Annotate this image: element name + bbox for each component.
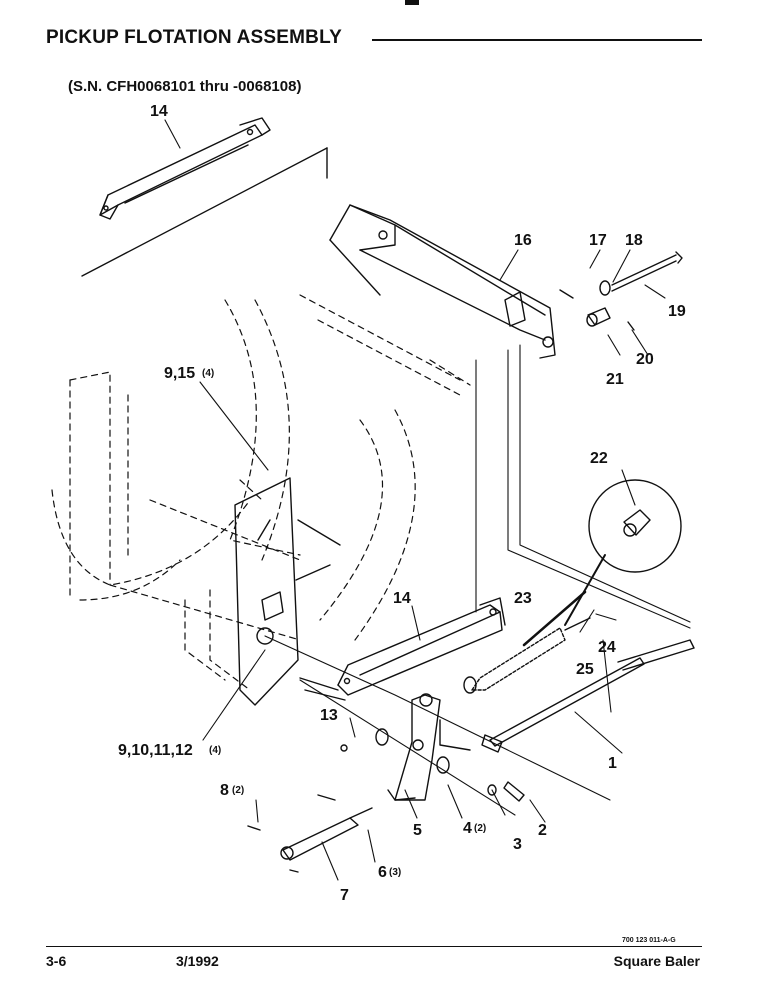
callout-14: 14 [393,590,411,607]
spring-23 [463,617,591,694]
publication-date: 3/1992 [176,953,219,969]
detail-circle-22 [564,479,682,626]
callout-18: 18 [625,232,643,249]
callout-9-10-11-12-qty: (4) [209,745,221,756]
callout-5: 5 [413,822,422,839]
drawing-number: 700 123 011-A-G [622,937,676,944]
callout-16: 16 [514,232,532,249]
callout-20: 20 [636,351,654,368]
callout-13: 13 [320,707,338,724]
model-name: Square Baler [613,953,700,969]
callout-6-qty: (3) [389,867,401,878]
page-number: 3-6 [46,953,67,969]
title-rule [372,39,702,41]
callout-9-15-qty: (4) [202,368,214,379]
callout-1: 1 [608,755,617,772]
callout-8-qty: (2) [232,785,244,796]
callout-14-inset: 14 [150,103,168,120]
callout-3: 3 [513,836,522,853]
page-top-mark [405,0,419,5]
callout-9-15: 9,15 [164,365,195,382]
callout-2: 2 [538,822,547,839]
pins-washers [340,728,525,802]
callout-7: 7 [340,887,349,904]
callout-4-qty: (2) [474,823,486,834]
frame-weldment-16 [329,204,556,359]
callout-21: 21 [606,371,624,388]
callout-6: 6 [378,864,387,881]
bell-crank-5 [387,693,471,801]
callout-4: 4 [463,820,472,837]
callout-8: 8 [220,782,229,799]
callout-9-10-11-12: 9,10,11,12 [118,742,193,759]
inset-part-14 [81,117,328,277]
callout-24: 24 [598,639,616,656]
callout-17: 17 [589,232,607,249]
flotation-arm-14 [299,597,506,701]
callout-labels: 14 16 17 18 19 20 21 9,15 (4) 22 14 23 2… [118,103,686,904]
link-7 [247,794,373,873]
callout-23: 23 [514,590,532,607]
phantom-frame [51,294,471,691]
leader-lines [164,119,691,881]
pickup-side-sheet [234,477,341,706]
hardware-17-21 [559,251,683,331]
rod-1 [481,639,695,753]
callout-22: 22 [590,450,608,467]
serial-number-note: (S.N. CFH0068101 thru -0068108) [68,78,302,95]
callout-25: 25 [576,661,594,678]
callout-19: 19 [668,303,686,320]
page-title: PICKUP FLOTATION ASSEMBLY [46,27,343,48]
footer-rule [46,946,702,947]
